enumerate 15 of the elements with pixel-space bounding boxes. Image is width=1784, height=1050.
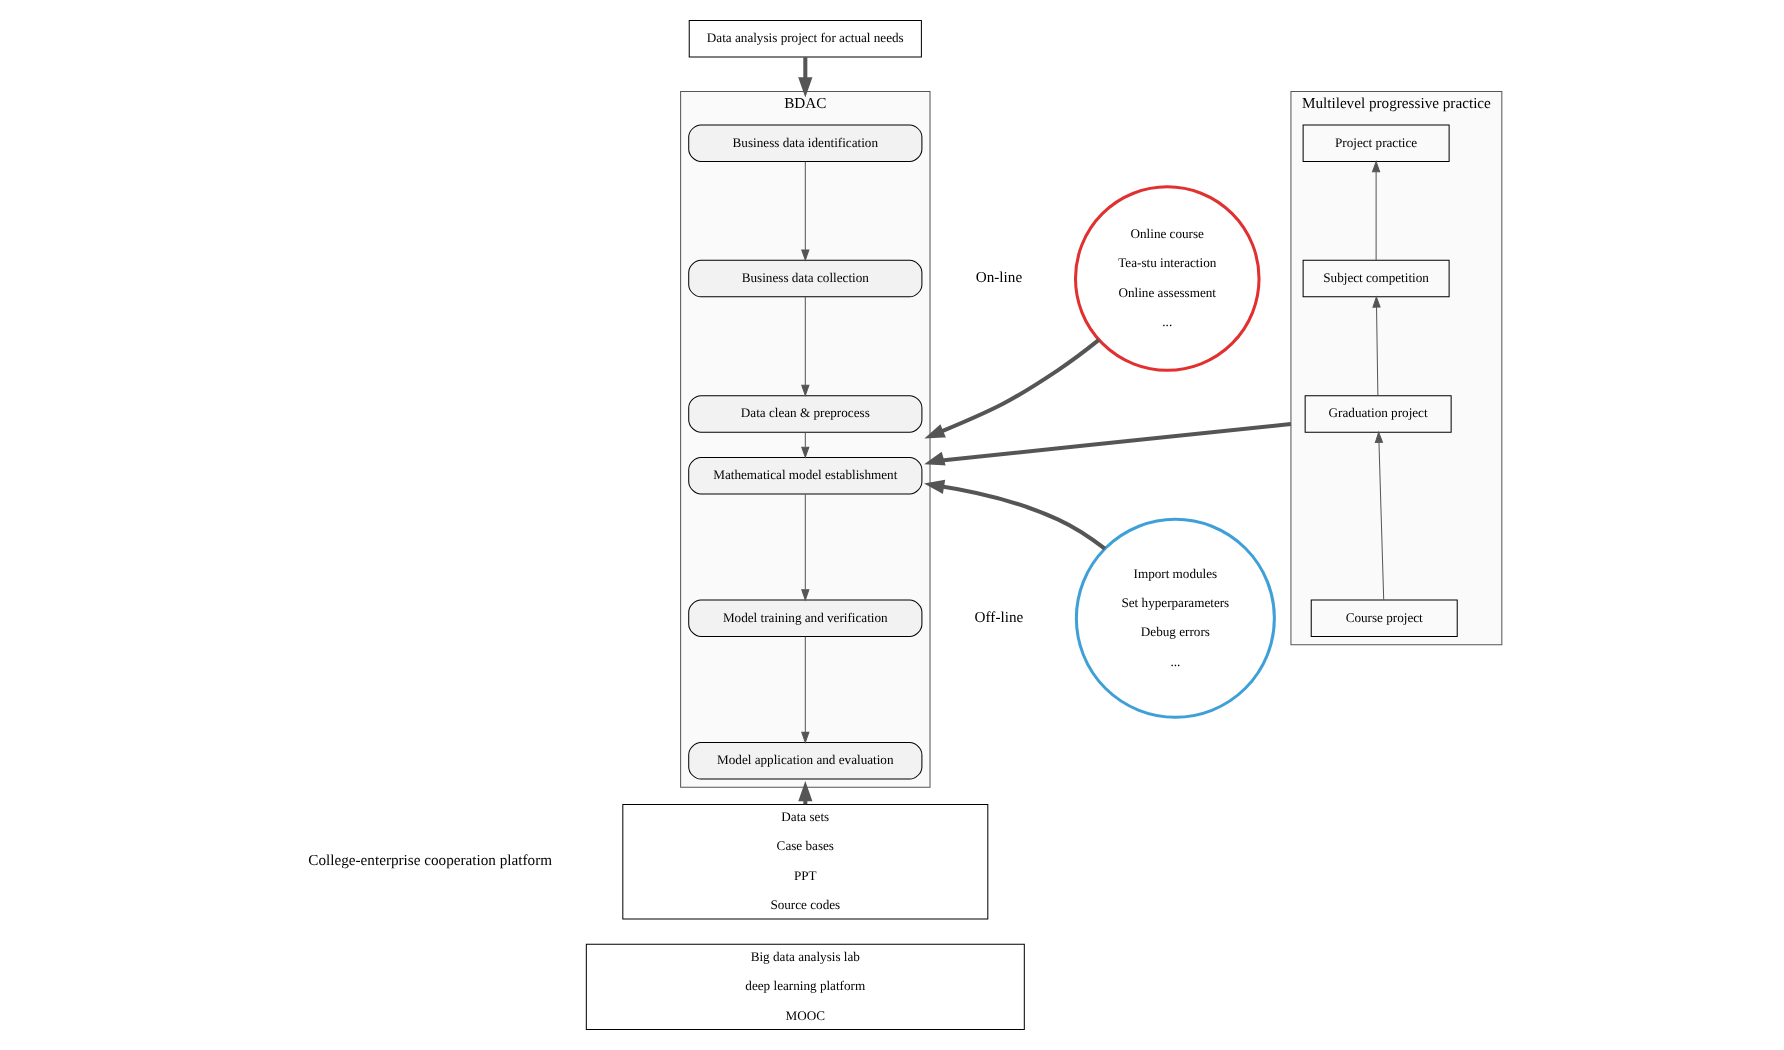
arrow xyxy=(924,338,1101,439)
arrow xyxy=(1374,430,1385,601)
arrow xyxy=(1371,160,1381,261)
arrow xyxy=(798,57,813,98)
arrow xyxy=(801,636,810,745)
arrow xyxy=(801,296,810,397)
label: College-enterprise cooperation platform xyxy=(308,851,553,870)
node-label: Off-line xyxy=(974,607,1024,626)
arrow xyxy=(1372,295,1381,396)
arrow xyxy=(801,161,810,262)
arrow xyxy=(924,422,1292,466)
arrow xyxy=(801,431,810,459)
node-label: On-line xyxy=(975,268,1023,287)
arrow xyxy=(923,479,1107,551)
arrow xyxy=(801,493,810,602)
